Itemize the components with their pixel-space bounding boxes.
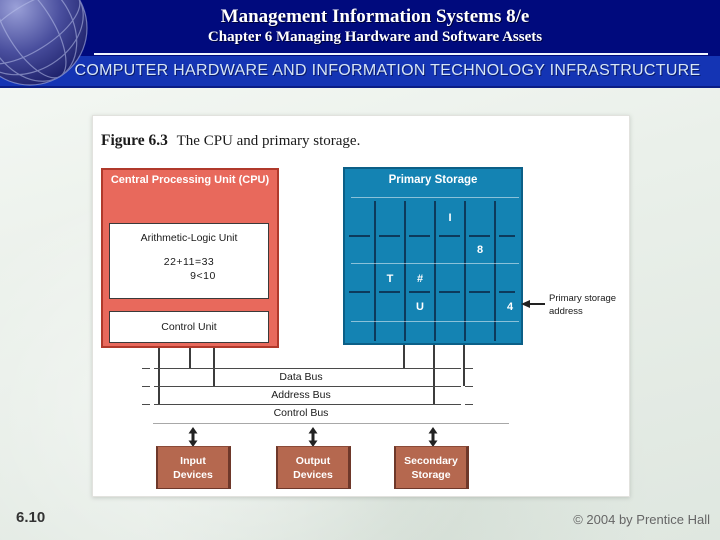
storage-row-dashes: [349, 291, 515, 293]
storage-column-line: [374, 201, 376, 341]
address-label-line1: Primary storage: [549, 293, 617, 304]
storage-cell: #: [416, 273, 424, 285]
alu-example-2: 9<10: [190, 270, 216, 282]
alu-example-1: 22+11=33: [163, 256, 215, 268]
storage-cell: 4: [506, 301, 514, 313]
control-unit-label: Control Unit: [161, 321, 217, 333]
secondary-storage-box: Secondary Storage: [394, 446, 469, 489]
storage-row-line: [351, 197, 519, 198]
storage-row-dashes: [349, 235, 515, 237]
bus-connector: [403, 345, 405, 368]
left-arrow-icon: [521, 300, 530, 308]
bus-connector: [158, 348, 160, 404]
input-devices-box: Input Devices: [156, 446, 231, 489]
address-bus-label: Address Bus: [271, 389, 331, 401]
double-arrow-icon: [308, 427, 318, 447]
alu-title: Arithmetic-Logic Unit: [140, 232, 238, 244]
bus-line: [142, 386, 150, 387]
primary-storage-box: Primary Storage I 8 T # U 4: [343, 167, 523, 345]
device-label-line1: Input: [180, 455, 206, 467]
device-label-line1: Secondary: [404, 455, 458, 467]
control-unit-box: Control Unit: [109, 311, 269, 343]
cpu-box-title: Central Processing Unit (CPU): [110, 174, 270, 186]
bus-connector: [433, 345, 435, 404]
figure-title: Figure 6.3 The CPU and primary storage.: [101, 132, 521, 150]
storage-cell: I: [448, 212, 452, 224]
globe-icon: [0, 0, 88, 86]
chapter-subtitle: Chapter 6 Managing Hardware and Software…: [207, 29, 543, 45]
device-label-line2: Devices: [173, 469, 213, 481]
device-label-line1: Output: [295, 455, 331, 467]
storage-column-line: [494, 201, 496, 341]
figure-panel: Figure 6.3 The CPU and primary storage. …: [92, 115, 630, 497]
copyright-text: © 2004 by Prentice Hall: [573, 512, 710, 527]
address-label-line2: address: [549, 306, 583, 317]
storage-row-line: [351, 263, 519, 264]
storage-column-line: [434, 201, 436, 341]
bus-connector: [189, 348, 191, 368]
section-title: COMPUTER HARDWARE AND INFORMATION TECHNO…: [74, 62, 701, 79]
slide-number: 6.10: [16, 509, 46, 526]
bus-line: [142, 368, 150, 369]
alu-box: Arithmetic-Logic Unit 22+11=33 9<10: [109, 223, 269, 299]
storage-cell: U: [416, 301, 424, 313]
control-bus-label: Control Bus: [273, 407, 329, 419]
bus-line: [142, 404, 150, 405]
bus-line: [465, 404, 473, 405]
bus-connector: [213, 348, 215, 386]
course-title: Management Information Systems 8/e: [220, 6, 530, 27]
bus-line: [465, 386, 473, 387]
left-arrow-shaft: [529, 303, 545, 305]
bus-line: [153, 423, 509, 424]
primary-storage-title: Primary Storage: [388, 174, 478, 186]
bus-line: [465, 368, 473, 369]
bus-line: [154, 404, 461, 405]
device-label-line2: Storage: [411, 469, 451, 481]
data-bus-label: Data Bus: [279, 371, 323, 383]
header-divider: [94, 53, 708, 55]
figure-caption: The CPU and primary storage.: [176, 133, 361, 149]
double-arrow-icon: [428, 427, 438, 447]
storage-column-line: [464, 201, 466, 341]
double-arrow-icon: [188, 427, 198, 447]
bus-line: [154, 386, 461, 387]
storage-column-line: [404, 201, 406, 341]
bus-line: [154, 368, 461, 369]
output-devices-box: Output Devices: [276, 446, 351, 489]
section-banner: COMPUTER HARDWARE AND INFORMATION TECHNO…: [0, 56, 720, 88]
storage-cell: T: [386, 273, 394, 285]
slide-header: Management Information Systems 8/e Chapt…: [0, 0, 720, 56]
bus-connector: [463, 345, 465, 386]
device-label-line2: Devices: [293, 469, 333, 481]
figure-label: Figure 6.3: [101, 132, 168, 149]
storage-row-line: [351, 321, 519, 322]
storage-cell: 8: [476, 244, 484, 256]
